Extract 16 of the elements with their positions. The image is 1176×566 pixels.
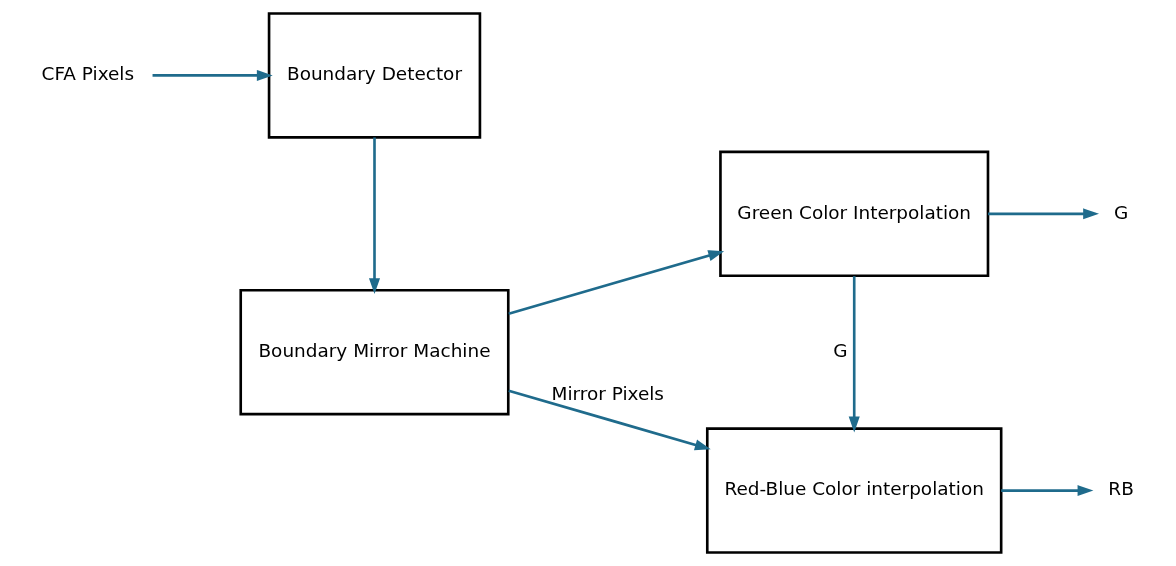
node-box: Red-Blue Color interpolation — [705, 427, 1003, 554]
arrow — [988, 208, 1099, 220]
edge-label: G — [833, 340, 848, 362]
arrow — [508, 389, 711, 451]
arrow — [508, 250, 725, 315]
arrow — [368, 137, 381, 294]
node-box: Boundary Mirror Machine — [239, 288, 510, 416]
arrow — [152, 69, 273, 81]
node-box: Green Color Interpolation — [719, 150, 990, 278]
node-text: G — [1113, 201, 1129, 223]
arrow — [1001, 485, 1094, 497]
node-text: CFA Pixels — [41, 63, 135, 85]
node-text: RB — [1108, 478, 1134, 500]
arrow — [848, 276, 860, 433]
node-box: Boundary Detector — [267, 12, 482, 139]
edge-label: Mirror Pixels — [551, 382, 664, 404]
